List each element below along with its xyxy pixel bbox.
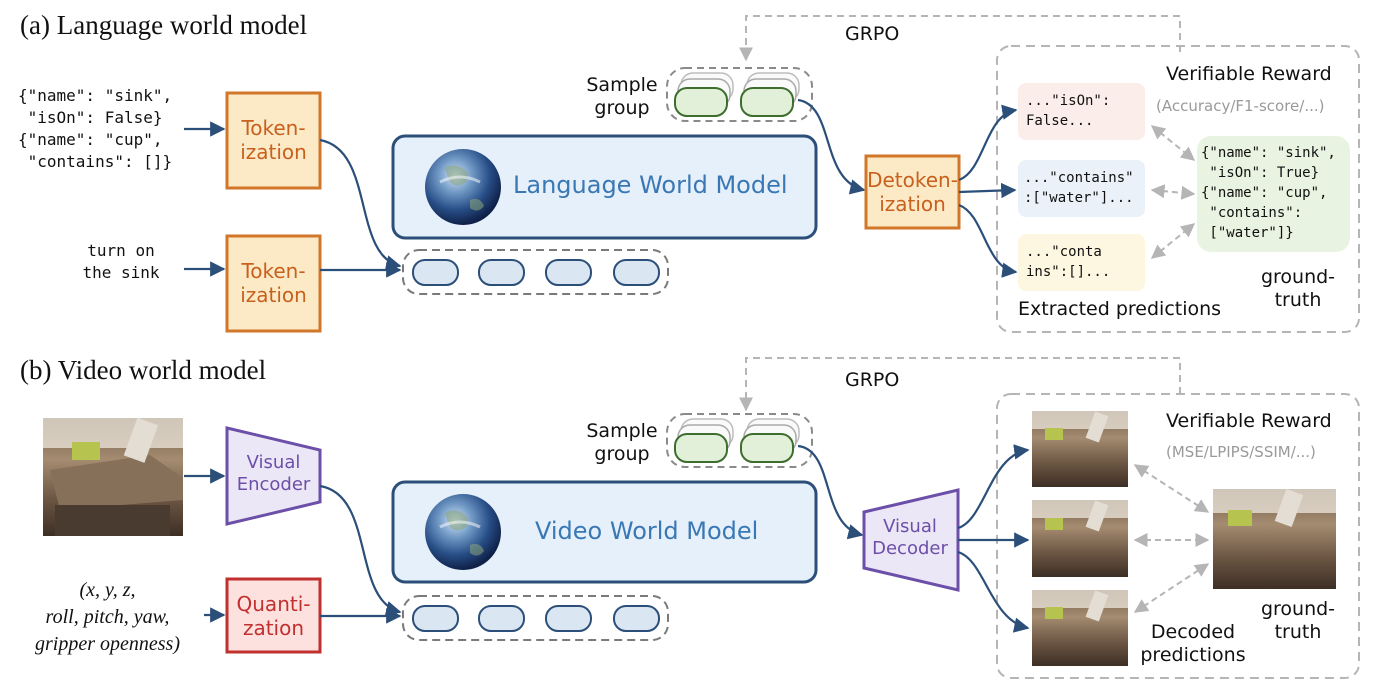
prediction-box-1 (1018, 83, 1145, 140)
tokenization-box-bottom (225, 234, 322, 333)
sample-group-label-a: Sample group (586, 74, 658, 119)
prediction-box-3 (1018, 234, 1145, 291)
grpo-label-a: GRPO (845, 23, 900, 45)
verifiable-reward-title-a: Verifiable Reward (1166, 63, 1332, 85)
video-world-model-box (391, 480, 818, 584)
prediction-box-2 (1018, 160, 1145, 217)
reward-container-a (996, 45, 1360, 333)
sample-group-b (666, 413, 813, 468)
compare-arrow-a1 (1150, 125, 1196, 161)
ground-truth-box-a (1197, 136, 1350, 252)
earth-icon-b (425, 494, 501, 570)
arrow-sample-to-detok-a (797, 98, 866, 195)
ground-truth-label-b: ground- truth (1260, 598, 1336, 643)
ground-truth-label-a: ground- truth (1260, 266, 1336, 311)
input-action-text: turn on the sink (82, 241, 160, 282)
extracted-predictions-label: Extracted predictions (1018, 298, 1222, 320)
token-sequence-b (402, 595, 669, 641)
arrow-detok-to-pred2 (958, 182, 1017, 199)
visual-decoder-label: Visual Decoder (872, 516, 948, 559)
grpo-loop-a (739, 15, 1181, 62)
sample-group-a (666, 67, 813, 122)
visual-encoder-label: Visual Encoder (236, 452, 311, 495)
reward-container-b (996, 393, 1360, 679)
compare-arrow-a2 (1150, 184, 1196, 200)
arrow-tok-top-to-seq (319, 138, 402, 271)
visual-decoder-shape (862, 488, 960, 592)
grpo-loop-b (739, 357, 1181, 412)
arrow-decoder-to-out3 (957, 550, 1030, 633)
reward-metrics-b: (MSE/LPIPS/SSIM/...) (1166, 443, 1316, 461)
arrow-decoder-to-out1 (957, 444, 1030, 530)
detokenization-box (864, 154, 961, 230)
video-world-model-label: Video World Model (535, 517, 759, 545)
prediction-2-text: ..."contains" :["water"]... (1024, 170, 1134, 206)
tokenization-label-bottom: Token- ization (240, 259, 307, 307)
compare-arrow-a3 (1150, 223, 1196, 259)
ground-truth-frame (1213, 488, 1336, 589)
token-sequence-a (402, 249, 669, 295)
verifiable-reward-title-b: Verifiable Reward (1166, 410, 1332, 432)
input-state-json: {"name": "sink", "isOn": False} {"name":… (18, 86, 173, 171)
sample-group-label-b: Sample group (586, 420, 658, 465)
detokenization-label: Detoken- ization (867, 168, 958, 216)
compare-arrow-b3 (1133, 563, 1210, 613)
language-world-model-label: Language World Model (513, 171, 788, 199)
grpo-label-b: GRPO (845, 369, 900, 391)
arrow-encoder-to-seq (319, 484, 402, 617)
arrow-detok-to-pred3 (958, 203, 1018, 278)
tokenization-label-top: Token- ization (240, 116, 307, 164)
prediction-1-text: ..."isOn": False... (1026, 93, 1111, 129)
input-frame-photo (43, 417, 183, 536)
language-world-model-box (391, 134, 818, 240)
action-input-text: (x, y, z, roll, pitch, yaw, gripper open… (35, 579, 180, 655)
ground-truth-json: {"name": "sink", "isOn": True} {"name": … (1201, 145, 1336, 241)
decoded-frame-2 (1032, 500, 1128, 577)
decoded-frame-1 (1032, 411, 1128, 487)
earth-icon (425, 149, 501, 225)
visual-encoder-shape (225, 426, 322, 526)
section-a-title: (a) Language world model (20, 10, 308, 40)
quantization-box (225, 577, 322, 654)
arrow-detok-to-pred1 (958, 104, 1018, 182)
arrow-sample-to-decoder (797, 444, 864, 540)
quantization-label: Quanti- zation (236, 592, 311, 640)
prediction-3-text: ..."conta ins":[]... (1026, 244, 1111, 280)
section-b-title: (b) Video world model (20, 355, 267, 385)
compare-arrow-b1 (1133, 464, 1210, 513)
reward-metrics-a: (Accuracy/F1-score/...) (1156, 97, 1325, 115)
decoded-predictions-label: Decoded predictions (1140, 621, 1246, 666)
decoded-frame-3 (1032, 590, 1128, 666)
